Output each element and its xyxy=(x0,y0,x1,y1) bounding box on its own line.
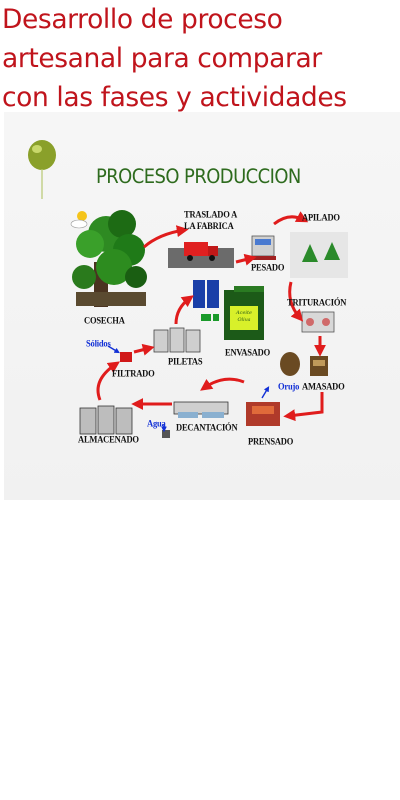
flow-arrows xyxy=(96,211,326,422)
mixer-icon xyxy=(280,352,328,376)
sun-cloud-icon xyxy=(70,211,88,229)
label-piletas: PILETAS xyxy=(168,355,203,367)
page-heading: Desarrollo de proceso artesanal para com… xyxy=(2,4,347,150)
label-cosecha: COSECHA xyxy=(84,314,125,326)
press-icon xyxy=(246,402,280,426)
byproduct-arrows xyxy=(107,345,270,433)
label-pesado: PESADO xyxy=(251,261,285,273)
label-almacenado: ALMACENADO xyxy=(78,433,139,445)
storage-tanks-icon xyxy=(79,405,133,435)
label-filtrado: FILTRADO xyxy=(112,367,155,379)
truck-icon xyxy=(168,242,234,268)
container-label: Aceite Oliva xyxy=(236,310,252,323)
label-agua: Agua xyxy=(147,417,166,429)
label-decantacion: DECANTACIÓN xyxy=(176,421,238,433)
decanter-icon xyxy=(162,401,229,438)
process-diagram: PROCESO PRODUCCION TRASLADO A LA FABRICA… xyxy=(4,112,400,500)
process-diagram-graphics xyxy=(70,210,348,438)
label-envasado: ENVASADO xyxy=(225,346,271,358)
olive-icon xyxy=(28,140,56,199)
olive-pile-icon xyxy=(290,232,348,278)
label-orujo: Orujo xyxy=(278,380,300,392)
label-amasado: AMASADO xyxy=(302,380,345,392)
label-solidos: Sólidos xyxy=(86,337,111,349)
scale-icon xyxy=(250,235,276,260)
blue-tanks-icon xyxy=(193,280,219,321)
label-traslado: TRASLADO A LA FABRICA xyxy=(184,208,238,232)
olive-tree-icon xyxy=(72,210,147,307)
label-trituracion: TRITURACIÓN xyxy=(287,296,347,308)
diagram-title: PROCESO PRODUCCION xyxy=(96,165,301,188)
filter-icon xyxy=(120,352,132,362)
label-prensado: PRENSADO xyxy=(248,435,294,447)
crusher-icon xyxy=(301,311,335,333)
piletas-tanks-icon xyxy=(153,327,201,353)
oil-container-icon xyxy=(224,286,264,340)
label-apilado: APILADO xyxy=(302,211,340,223)
